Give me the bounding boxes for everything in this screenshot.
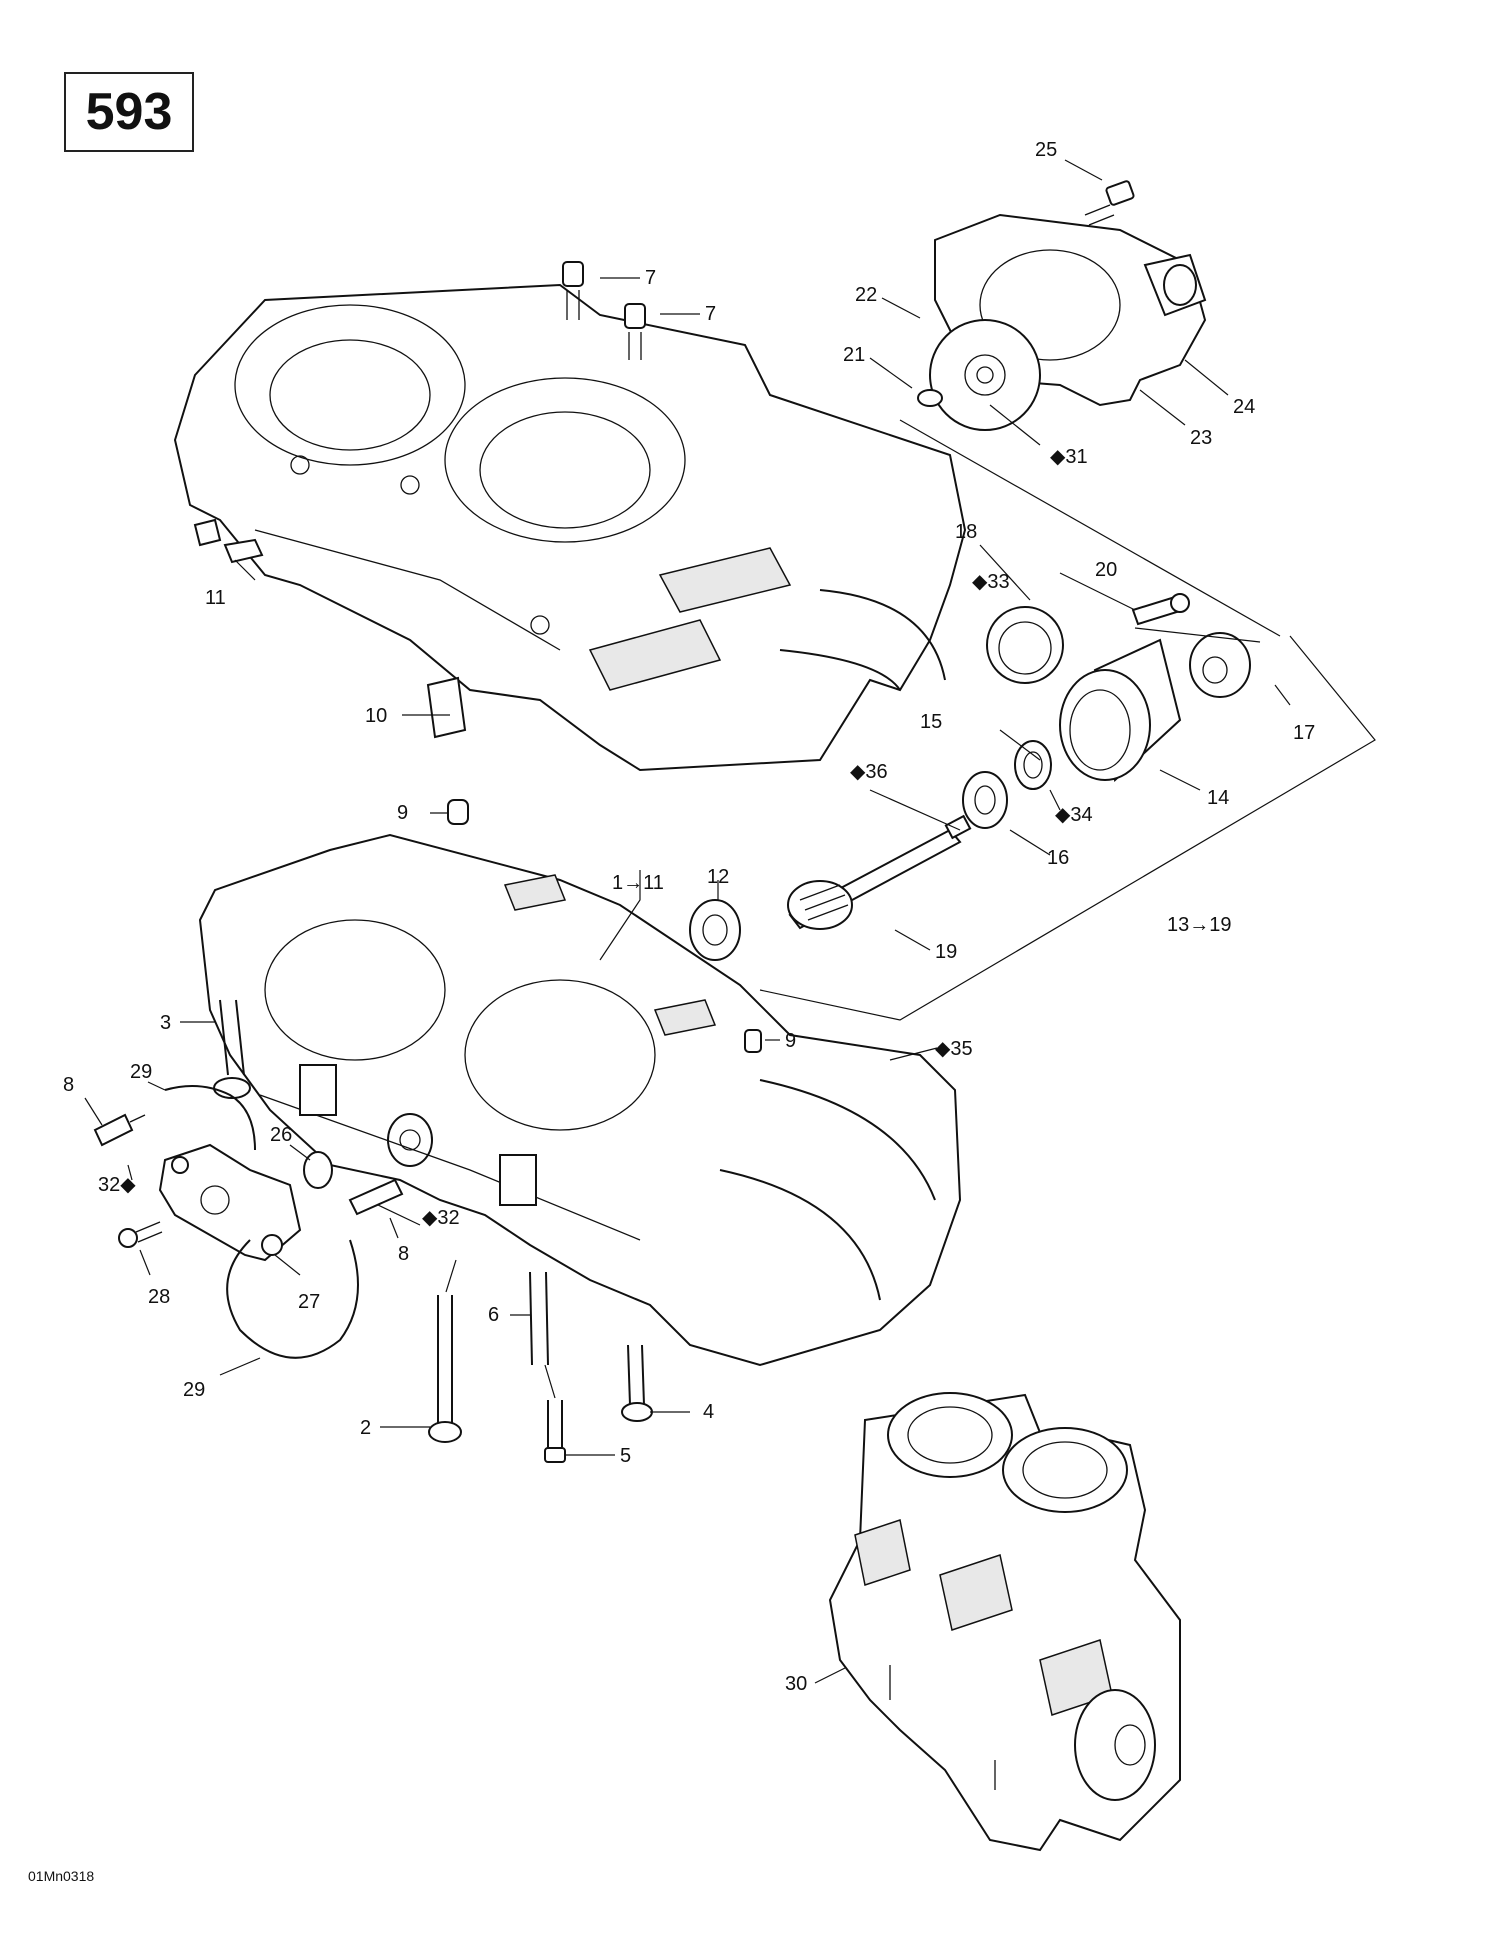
callout-23: 23 xyxy=(1190,427,1213,449)
callout-21: 21 xyxy=(843,344,866,366)
upper-crankcase xyxy=(173,283,967,772)
drawing-reference-code: 01Mn0318 xyxy=(28,1868,95,1884)
bolt-28 xyxy=(118,1221,163,1248)
bolt-7-right xyxy=(624,303,646,360)
seal-18 xyxy=(986,606,1064,684)
stud-3 xyxy=(213,999,251,1099)
water-pump-housing xyxy=(917,213,1207,431)
bolt-2 xyxy=(428,1295,462,1443)
bearing-12 xyxy=(689,899,741,961)
callout-11-upper: 11 xyxy=(205,587,226,609)
callout-8-right: 8 xyxy=(398,1243,410,1265)
callout-31: ◆31 xyxy=(1050,446,1088,468)
callout-34: ◆34 xyxy=(1055,804,1093,826)
pin-20 xyxy=(1131,593,1190,626)
callout-6: 6 xyxy=(488,1304,500,1326)
callout-5: 5 xyxy=(620,1445,632,1467)
callout-29-upper: 29 xyxy=(130,1061,153,1083)
callout-18: 18 xyxy=(955,521,978,543)
bolt-5 xyxy=(544,1400,566,1463)
dowel-9-upper xyxy=(447,799,469,825)
callout-1-to-11: 1→11 xyxy=(612,872,664,894)
callout-32-left: 32◆ xyxy=(98,1174,136,1196)
callout-15: 15 xyxy=(920,711,943,733)
seal-15 xyxy=(1014,740,1052,790)
callout-7-upper: 7 xyxy=(645,267,657,289)
callout-2: 2 xyxy=(360,1417,372,1439)
bolt-4 xyxy=(621,1344,653,1422)
gear-shaft-19 xyxy=(787,814,972,930)
callout-27: 27 xyxy=(298,1291,321,1313)
callout-13-to-19: 13→19 xyxy=(1167,914,1232,936)
callout-26: 26 xyxy=(270,1124,293,1146)
callout-32-right: ◆32 xyxy=(422,1207,460,1229)
callout-29-lower: 29 xyxy=(183,1379,206,1401)
bearing-17 xyxy=(1189,632,1251,698)
callout-12: 12 xyxy=(707,866,730,888)
engine-assembly-30 xyxy=(828,1392,1181,1852)
callout-16: 16 xyxy=(1047,847,1070,869)
callout-19: 19 xyxy=(935,941,958,963)
callout-28: 28 xyxy=(148,1286,171,1308)
callout-20: 20 xyxy=(1095,559,1118,581)
bolt-25 xyxy=(1084,180,1135,226)
callout-33: ◆33 xyxy=(972,571,1010,593)
callout-14: 14 xyxy=(1207,787,1230,809)
lower-crankcase xyxy=(198,833,962,1367)
callout-30: 30 xyxy=(785,1673,808,1695)
page-number-box: 593 xyxy=(64,72,194,152)
callout-9-upper: 9 xyxy=(397,802,409,824)
bolt-7-left xyxy=(562,261,584,320)
callout-25: 25 xyxy=(1035,139,1058,161)
housing-14 xyxy=(1059,638,1182,782)
callout-17: 17 xyxy=(1293,722,1316,744)
callout-22: 22 xyxy=(855,284,878,306)
bearing-16 xyxy=(962,771,1008,829)
fitting-8-right xyxy=(348,1178,404,1216)
stud-6 xyxy=(529,1271,549,1366)
callout-9-lower: 9 xyxy=(785,1030,797,1052)
fitting-8-left xyxy=(93,1113,146,1147)
hose-29-upper xyxy=(164,1085,256,1151)
leader-lines xyxy=(84,159,1376,1684)
callout-7-lower: 7 xyxy=(705,303,717,325)
callout-8-left: 8 xyxy=(63,1074,75,1096)
callout-10: 10 xyxy=(365,705,388,727)
callout-24: 24 xyxy=(1233,396,1256,418)
oil-pump xyxy=(158,1143,302,1262)
o-ring-26 xyxy=(303,1151,333,1189)
hose-29-lower xyxy=(226,1239,359,1359)
callout-4: 4 xyxy=(703,1401,715,1423)
callout-36: ◆36 xyxy=(850,761,888,783)
callout-35: ◆35 xyxy=(935,1038,973,1060)
callout-3: 3 xyxy=(160,1012,172,1034)
